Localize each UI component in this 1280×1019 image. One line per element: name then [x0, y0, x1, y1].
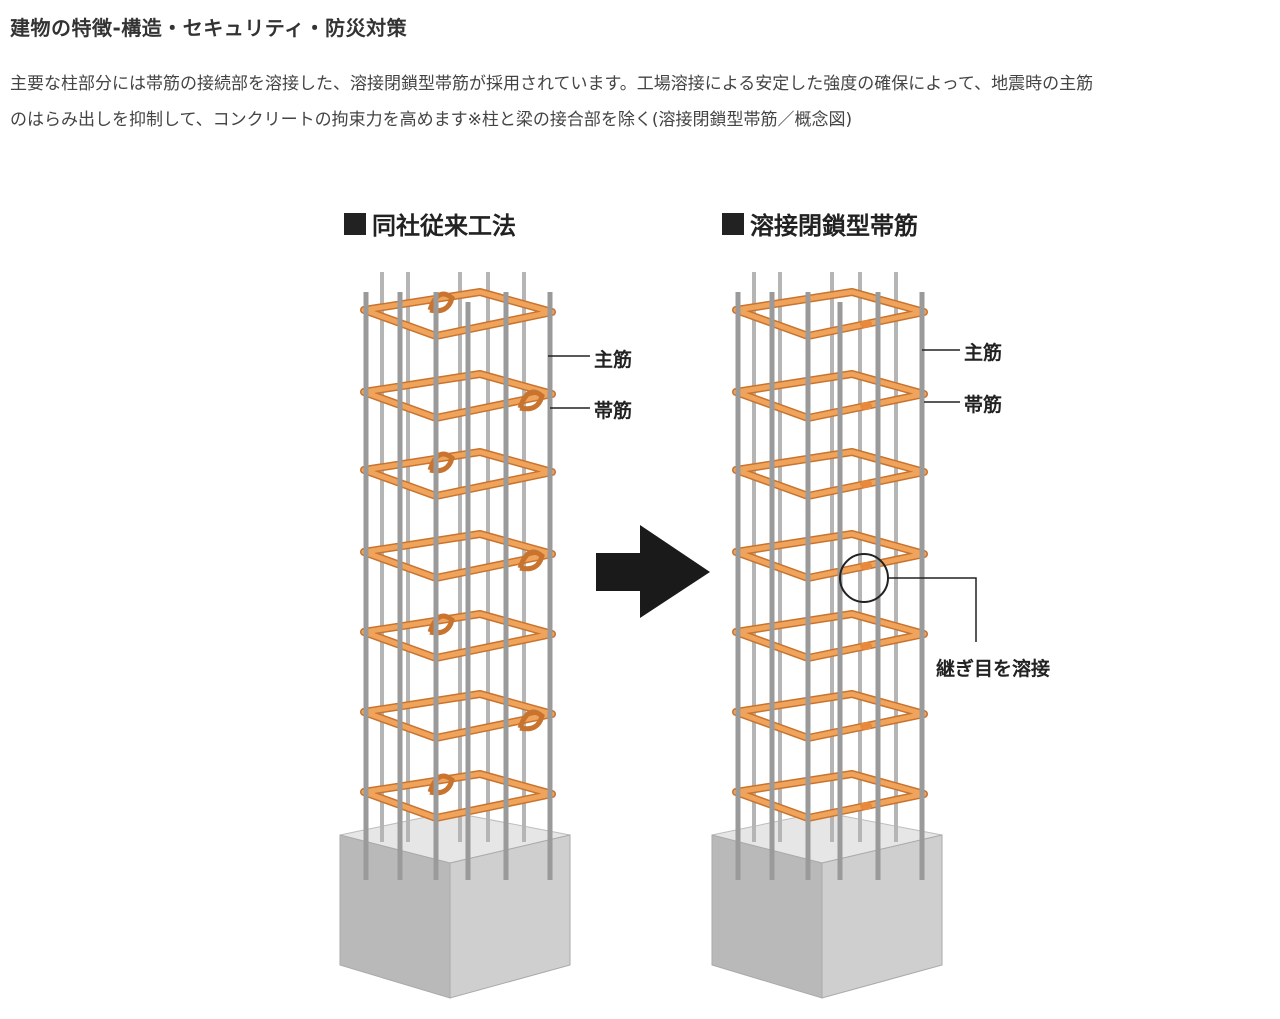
right-column-weld-joint-0: [860, 320, 872, 328]
left-column-base-front: [449, 834, 571, 999]
left-column-hook-1: [517, 389, 545, 412]
weld-highlight-circle: [839, 553, 889, 603]
description-line-2: のはらみ出しを抑制して、コンクリートの拘束力を高めます※柱と梁の接合部を除く(溶…: [10, 110, 853, 130]
left-column-hook-3: [517, 549, 545, 572]
black-square-icon: [722, 212, 744, 235]
right-column-weld-joint-3: [860, 562, 872, 570]
right-panel-title-text: 溶接閉鎖型帯筋: [750, 212, 918, 240]
right-column-weld-joint-5: [860, 722, 872, 730]
description-line-1: 主要な柱部分には帯筋の接続部を溶接した、溶接閉鎖型帯筋が採用されています。工場溶…: [10, 74, 1094, 94]
page-heading: 建物の特徴-構造・セキュリティ・防災対策: [10, 16, 408, 40]
right-main-bar-label: 主筋: [964, 342, 1003, 364]
left-panel-title-text: 同社従来工法: [372, 212, 516, 240]
left-main-bar-label: 主筋: [594, 349, 633, 371]
right-column-weld-joint-1: [860, 402, 872, 410]
right-column-weld-joint-4: [860, 642, 872, 650]
right-panel-title: 溶接閉鎖型帯筋: [722, 206, 918, 241]
left-panel-title: 同社従来工法: [344, 206, 516, 241]
weld-joint-label: 継ぎ目を溶接: [936, 658, 1051, 680]
right-column-base-front: [821, 834, 943, 999]
right-column-weld-joint-2: [860, 480, 872, 488]
rebar-comparison-diagram: 同社従来工法 溶接閉鎖型帯筋 主筋 帯筋 主筋 帯筋 継ぎ目を溶接: [0, 180, 1280, 1019]
description: 主要な柱部分には帯筋の接続部を溶接した、溶接閉鎖型帯筋が採用されています。工場溶…: [10, 66, 1272, 138]
right-column-weld-joint-6: [860, 802, 872, 810]
black-square-icon: [344, 212, 366, 235]
left-hoop-label: 帯筋: [594, 400, 633, 422]
right-arrow-icon: [596, 525, 710, 618]
right-hoop-label: 帯筋: [964, 394, 1003, 416]
left-column-hook-5: [517, 709, 545, 732]
diagram-canvas: [339, 272, 977, 999]
weld-leader: [888, 577, 977, 642]
